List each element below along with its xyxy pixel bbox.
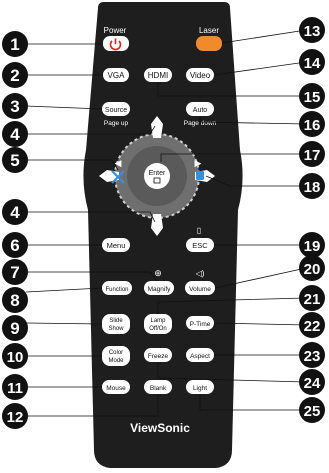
callout-number-left-1: 1	[10, 35, 19, 54]
callout-number-right-8: 20	[304, 261, 321, 278]
volume-label: Volume	[189, 286, 211, 293]
laser-button[interactable]	[196, 36, 222, 51]
blank-label: Blank	[150, 385, 167, 392]
slide-show-label-2: Show	[108, 326, 124, 332]
callout-number-left-4: 4	[10, 125, 20, 144]
power-caption: Power	[104, 26, 127, 35]
callout-number-right-10: 22	[304, 318, 321, 335]
callout-number-left-5: 5	[10, 151, 19, 170]
hdmi-label: HDMI	[148, 71, 168, 80]
keystone-down-icon: −	[154, 214, 159, 224]
callout-number-left-11: 10	[7, 349, 24, 366]
callout-number-left-10: 9	[10, 319, 19, 338]
callouts-right: 13 14 15 16 17 18 19 20 21 22 23 24 25	[299, 17, 325, 423]
callout-number-left-2: 2	[10, 66, 19, 85]
callout-number-left-6: 4	[10, 203, 20, 222]
magnify-label: Magnify	[148, 286, 172, 293]
light-label: Light	[193, 385, 207, 392]
brand-logo: ViewSonic	[130, 421, 190, 435]
enter-label: Enter	[149, 170, 166, 177]
aspect-label: Aspect	[190, 353, 210, 360]
callout-number-right-2: 14	[304, 55, 321, 72]
callout-number-right-11: 23	[304, 348, 321, 365]
my-button-right-icon	[196, 171, 204, 180]
callout-number-right-7: 19	[304, 238, 321, 255]
volume-icon: ◁)	[196, 269, 205, 278]
slide-show-label-1: Slide	[109, 318, 123, 324]
callout-number-right-13: 25	[304, 403, 321, 420]
right-triangle-icon: ▶	[195, 158, 202, 168]
ptime-label: P-Time	[190, 321, 211, 328]
callout-number-left-7: 6	[10, 236, 19, 255]
callout-number-right-5: 17	[304, 147, 321, 164]
callout-number-right-4: 16	[304, 117, 321, 134]
lamp-label-1: Lamp	[150, 318, 166, 324]
callout-number-right-3: 15	[304, 89, 321, 106]
callout-number-left-13: 12	[7, 409, 24, 426]
callout-number-right-6: 18	[304, 179, 321, 196]
callout-number-right-1: 13	[304, 23, 321, 40]
esc-label: ESC	[192, 241, 208, 250]
callout-number-right-12: 24	[304, 375, 321, 392]
mouse-icon-small: ▯	[197, 226, 201, 235]
magnify-icon: ⊕	[154, 268, 162, 278]
auto-label: Auto	[193, 107, 208, 114]
callout-number-left-9: 8	[10, 291, 19, 310]
callout-number-left-12: 11	[7, 380, 23, 397]
mouse-label: Mouse	[106, 385, 126, 392]
menu-label: Menu	[107, 241, 126, 250]
freeze-label: Freeze	[148, 353, 169, 360]
lamp-label-2: Off/On	[149, 326, 167, 332]
callout-number-left-8: 7	[10, 263, 19, 282]
laser-caption: Laser	[199, 26, 219, 35]
source-caption: Page up	[104, 120, 129, 127]
color-mode-label-2: Mode	[108, 358, 124, 364]
vga-label: VGA	[108, 71, 126, 80]
video-label: Video	[190, 71, 211, 80]
callout-number-right-9: 21	[304, 291, 321, 308]
source-label: Source	[105, 107, 127, 114]
function-label: Function	[105, 287, 128, 293]
color-mode-label-1: Color	[109, 350, 123, 356]
callout-number-left-3: 3	[10, 97, 19, 116]
keystone-up-icon: +	[154, 129, 159, 139]
